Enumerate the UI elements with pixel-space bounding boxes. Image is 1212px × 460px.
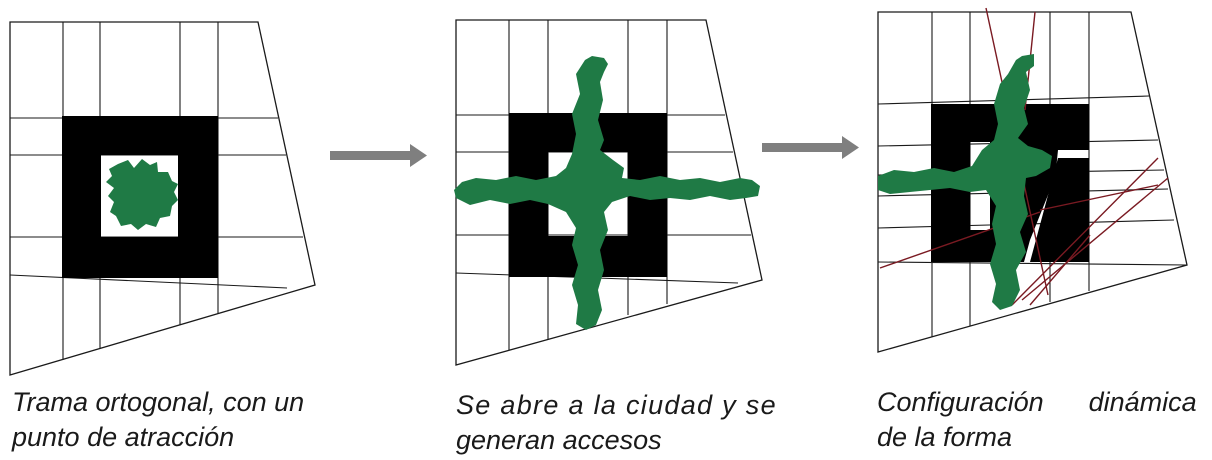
right-arrow-icon	[330, 144, 427, 167]
stage-2-caption: Se abre a la ciudad y se generan accesos	[456, 388, 791, 458]
stage-2-caption-line-1: Se abre a la ciudad y se	[456, 390, 777, 420]
block-fragment	[1030, 158, 1089, 262]
stage-3-diagram	[877, 7, 1188, 353]
stage-2-caption-line-2: generan accesos	[456, 425, 662, 455]
dynamic-vegetation	[878, 54, 1052, 310]
right-arrow-icon	[762, 136, 859, 159]
stage-1-caption-line-2: punto de atracción	[12, 422, 235, 452]
central-block	[62, 116, 218, 278]
stage-3-caption-line-1: Configuración dinámica	[877, 387, 1197, 417]
diagram-canvas	[9, 7, 1188, 376]
attraction-point-vegetation	[106, 159, 178, 230]
central-block	[509, 113, 667, 277]
access-vegetation	[454, 56, 760, 330]
stage-1-diagram	[9, 21, 316, 376]
stage-2-diagram	[454, 19, 763, 366]
stage-1-caption-line-1: Trama ortogonal, con un	[12, 387, 305, 417]
stage-1-caption: Trama ortogonal, con un punto de atracci…	[12, 385, 352, 455]
stage-3-caption-line-2: de la forma	[877, 422, 1013, 452]
stage-3-caption: Configuración dinámica de la forma	[877, 385, 1202, 455]
